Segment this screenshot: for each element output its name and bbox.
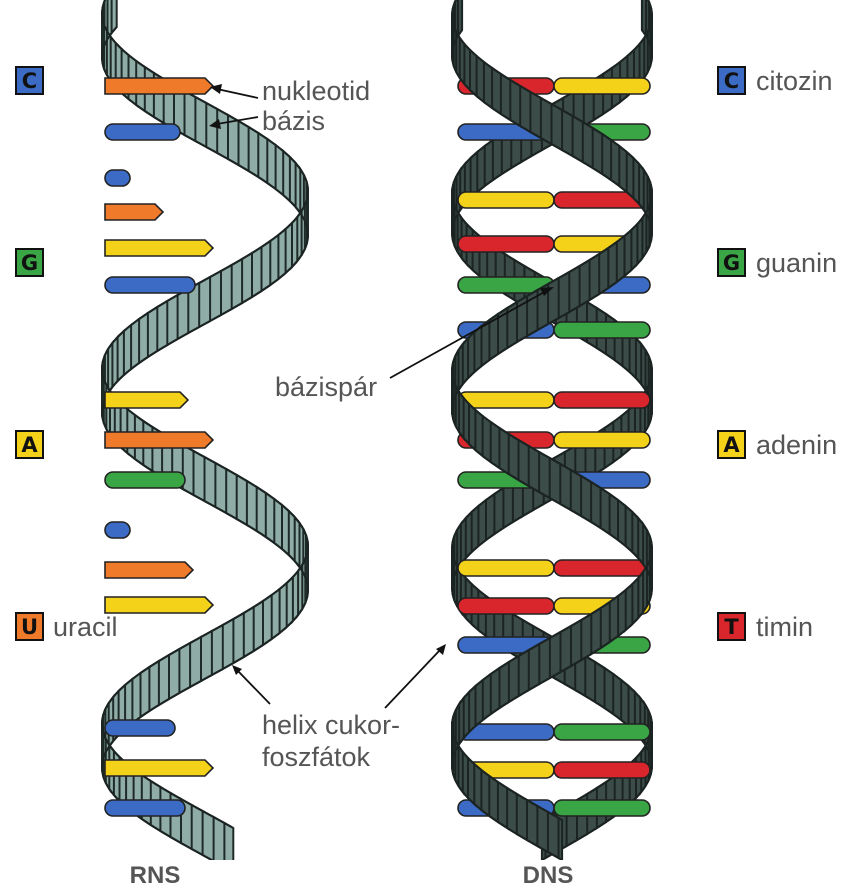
legend-letter-a: A: [21, 433, 38, 457]
legend-left: C G A U uracil: [16, 67, 118, 642]
rna-nucleotide-base: [105, 472, 185, 488]
rna-backbone-segment: [224, 823, 233, 872]
dna-base-right: [554, 78, 650, 94]
rna-nucleotide-base: [105, 78, 213, 94]
dna-base-right: [554, 322, 650, 338]
leader-helix-rna: [238, 671, 270, 704]
title-rns: RNS: [130, 862, 181, 889]
dna-base-left: [458, 392, 554, 408]
legend-left-g: G: [16, 249, 43, 276]
dna-base-left: [458, 236, 554, 252]
rna-nucleotide-base: [105, 800, 185, 816]
dna-backbone-a-segment: [559, 818, 563, 860]
legend-letter-a: A: [723, 433, 740, 457]
dna-base-right: [554, 392, 650, 408]
legend-label-guanin: guanin: [756, 248, 837, 278]
rna-nucleotide-base: [105, 760, 213, 776]
rna-nucleotide-base: [105, 277, 195, 293]
legend-label-citozin: citozin: [756, 66, 833, 96]
rna-nucleotide-base: [105, 597, 213, 613]
legend-right-t: T timin: [718, 612, 813, 642]
legend-right-a: A adenin: [718, 430, 837, 460]
rna-nucleotide-base: [105, 432, 213, 448]
dna-base-right: [554, 432, 650, 448]
label-helix-line2: foszfátok: [262, 742, 371, 772]
leader-nukleotid: [217, 89, 258, 98]
legend-letter-g: G: [723, 251, 740, 275]
dna-base-right: [554, 724, 650, 740]
rna-nucleotide-base: [105, 522, 130, 538]
legend-label-adenin: adenin: [756, 430, 837, 460]
rna-nucleotide-base: [105, 204, 163, 220]
dna-base-right: [554, 560, 650, 576]
dna-base-left: [458, 560, 554, 576]
rna-nucleotide-base: [105, 720, 175, 736]
rna-nucleotide-base: [105, 562, 193, 578]
label-bazispar: bázispár: [275, 372, 377, 402]
legend-label-uracil: uracil: [53, 612, 118, 642]
legend-left-a: A: [16, 431, 43, 458]
rna-nucleotide-base: [105, 170, 130, 186]
legend-left-c: C: [16, 67, 43, 94]
label-nukleotid: nukleotid: [262, 76, 370, 106]
legend-letter-u: U: [21, 615, 38, 639]
dna-molecule: [452, 0, 652, 860]
rna-nucleotide-base: [105, 240, 213, 256]
legend-label-timin: timin: [756, 612, 813, 642]
legend-right-g: G guanin: [718, 248, 837, 278]
legend-letter-t: T: [724, 615, 739, 639]
legend-right: C citozin G guanin A adenin T timin: [718, 66, 837, 642]
dna-base-left: [458, 192, 554, 208]
dna-base-left: [458, 598, 554, 614]
label-helix-line1: helix cukor-: [262, 710, 400, 740]
dna-base-right: [554, 800, 650, 816]
title-dns: DNS: [523, 862, 574, 889]
rna-nucleotide-base: [105, 124, 180, 140]
legend-letter-g: G: [21, 251, 38, 275]
rna-nucleotide-base: [105, 392, 188, 408]
legend-left-u: U uracil: [16, 612, 118, 642]
legend-letter-c: C: [22, 69, 37, 93]
legend-letter-c: C: [724, 69, 739, 93]
leader-helix-dna: [385, 650, 440, 708]
dna-base-right: [554, 762, 650, 778]
legend-right-c: C citozin: [718, 66, 833, 96]
label-bazis: bázis: [262, 106, 325, 136]
